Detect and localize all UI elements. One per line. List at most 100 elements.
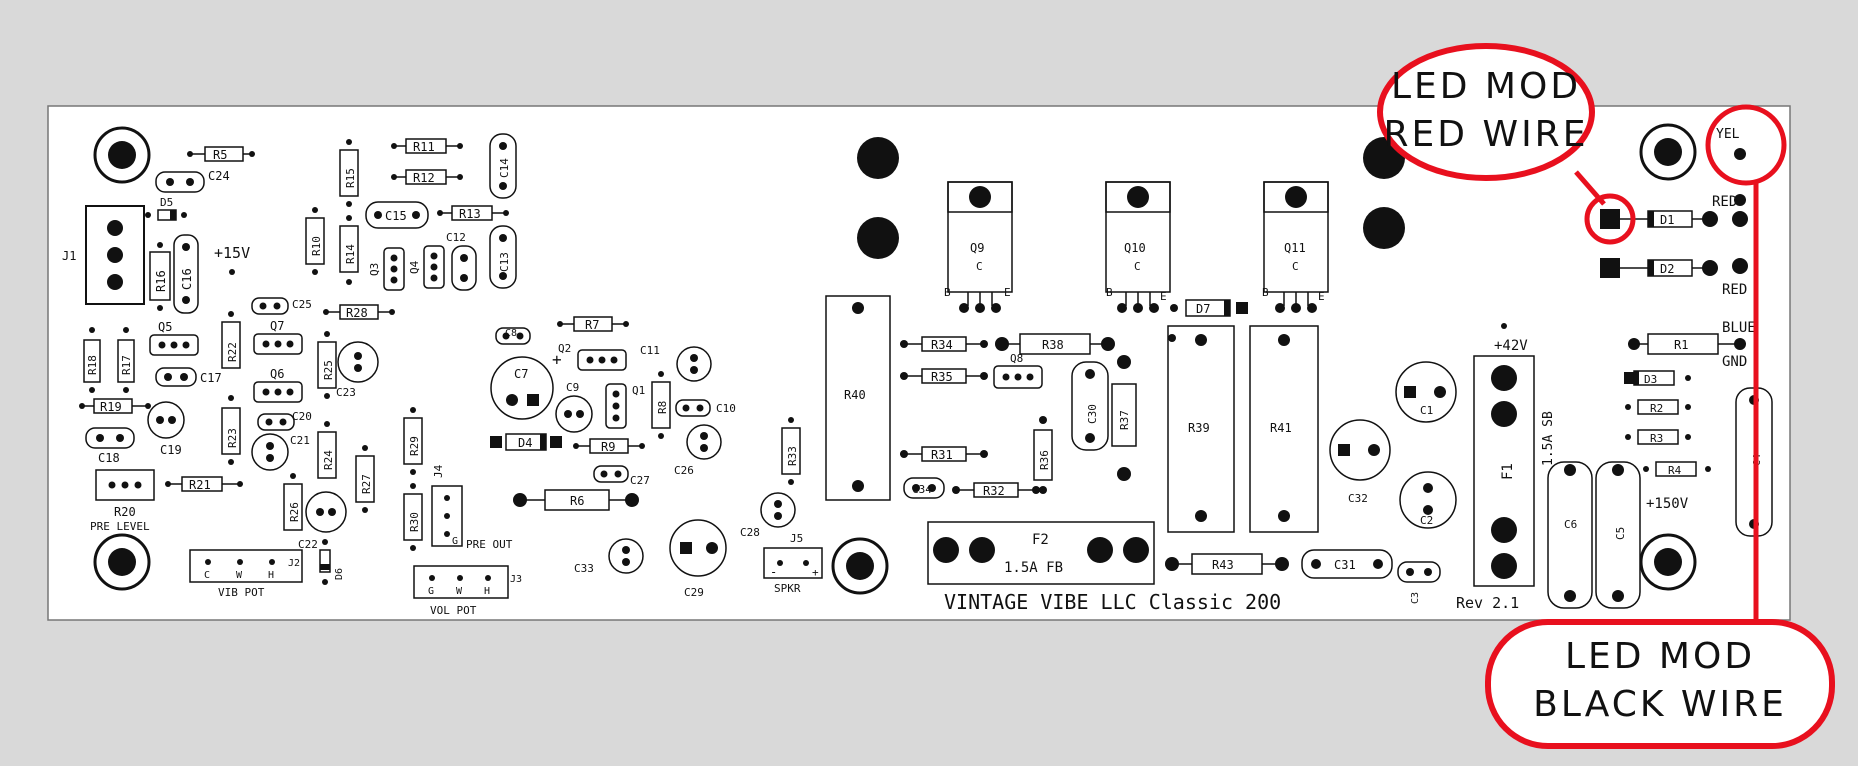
pin-label: E (1160, 290, 1167, 303)
capacitor-c19 (147, 401, 185, 439)
label-q8: Q8 (1010, 352, 1023, 365)
label-c27: C27 (630, 474, 650, 487)
label-r28: R28 (346, 306, 368, 320)
label-plus-150v: +150V (1646, 496, 1689, 512)
board-revision: Rev 2.1 (1456, 594, 1519, 612)
mounting-hole (1639, 533, 1697, 591)
label-d1: D1 (1660, 213, 1674, 227)
label-c10: C10 (716, 402, 736, 415)
label-pre-out: PRE OUT (466, 538, 513, 551)
label-pre-level: PRE LEVEL (90, 520, 150, 533)
label-blue: BLUE (1722, 320, 1756, 336)
label-c28: C28 (740, 526, 760, 539)
plus-sign: + (552, 350, 562, 369)
capacitor-c10 (675, 399, 711, 417)
pin-label: B (1262, 286, 1269, 299)
label-r14: R14 (344, 244, 357, 264)
transistor-q6 (253, 381, 303, 403)
capacitor-c33 (608, 538, 644, 574)
resistor-r40 (825, 295, 891, 501)
pin-label: G (452, 536, 458, 547)
label-d4: D4 (518, 436, 532, 450)
label-r19: R19 (100, 400, 122, 414)
label-r30: R30 (408, 512, 421, 532)
connector-j3 (413, 565, 509, 599)
capacitor-c31 (1301, 549, 1393, 579)
transistor-q7 (253, 333, 303, 355)
heatsink-hole (857, 137, 899, 179)
label-r21: R21 (189, 478, 211, 492)
label-c7: C7 (514, 367, 528, 381)
fuse-f1 (1473, 355, 1535, 587)
capacitor-c28 (760, 492, 796, 528)
heatsink-hole (1363, 207, 1405, 249)
label-c19: C19 (160, 443, 182, 457)
capacitor-c23 (337, 341, 379, 383)
label-r17: R17 (120, 355, 133, 375)
capacitor-c6 (1547, 461, 1593, 609)
label-j3: J3 (510, 574, 522, 585)
capacitor-c34 (903, 477, 945, 499)
label-c8: C8 (505, 328, 517, 339)
transistor-q1 (605, 383, 627, 429)
callout-bubble-black-wire (1485, 619, 1835, 749)
pin-label: E (1004, 286, 1011, 299)
label-f1-rating: 1.5A SB (1541, 411, 1556, 466)
label-r35: R35 (931, 370, 953, 384)
label-q6: Q6 (270, 367, 284, 381)
label-d7: D7 (1196, 302, 1210, 316)
mounting-hole (1639, 123, 1697, 181)
capacitor-c8 (495, 327, 531, 345)
label-c24: C24 (208, 169, 230, 183)
pin-label: W (236, 570, 243, 581)
label-r4: R4 (1668, 464, 1682, 477)
transistor-q5 (149, 334, 199, 356)
transistor-q11 (1263, 181, 1329, 313)
board-title: VINTAGE VIBE LLC Classic 200 (944, 590, 1281, 614)
label-vol-pot: VOL POT (430, 604, 477, 617)
label-c33: C33 (574, 562, 594, 575)
capacitor-c22 (305, 491, 347, 533)
label-r5: R5 (213, 148, 227, 162)
label-c2: C2 (1420, 514, 1433, 527)
label-r15: R15 (344, 168, 357, 188)
label-j2: J2 (288, 558, 300, 569)
connector-j4 (431, 485, 463, 547)
label-c16: C16 (180, 268, 194, 290)
callout-red-wire-line1: LED MOD (1391, 66, 1581, 107)
label-c26: C26 (674, 464, 694, 477)
label-r24: R24 (322, 450, 335, 470)
label-c11: C11 (640, 344, 660, 357)
label-c32: C32 (1348, 492, 1368, 505)
transistor-q2 (577, 349, 627, 371)
label-r33: R33 (786, 446, 799, 466)
capacitor-c17 (155, 367, 197, 387)
capacitor-c32 (1329, 419, 1391, 481)
label-j5: J5 (790, 532, 803, 545)
transistor-q8 (993, 365, 1043, 389)
label-vib-pot: VIB POT (218, 586, 265, 599)
callout-red-wire-line2: RED WIRE (1384, 114, 1589, 155)
label-r29: R29 (408, 436, 421, 456)
label-c31: C31 (1334, 558, 1356, 572)
capacitor-c14 (489, 133, 517, 199)
pin-label: H (484, 586, 490, 597)
label-r40: R40 (844, 388, 866, 402)
label-r43: R43 (1212, 558, 1234, 572)
led-pad (1600, 258, 1620, 278)
label-r32: R32 (983, 484, 1005, 498)
label-j1: J1 (62, 249, 76, 263)
minus-sign: - (770, 565, 777, 579)
capacitor-c27 (593, 465, 629, 483)
label-c14: C14 (498, 158, 511, 178)
transistor-q9 (947, 181, 1013, 313)
label-q2: Q2 (558, 342, 571, 355)
label-c20: C20 (292, 410, 312, 423)
label-q5: Q5 (158, 320, 172, 334)
callout-ring-red-pad (1584, 193, 1636, 245)
label-c5: C5 (1614, 527, 1627, 540)
label-c21: C21 (290, 434, 310, 447)
capacitor-c16 (173, 234, 199, 314)
label-r27: R27 (360, 474, 373, 494)
label-c23: C23 (336, 386, 356, 399)
